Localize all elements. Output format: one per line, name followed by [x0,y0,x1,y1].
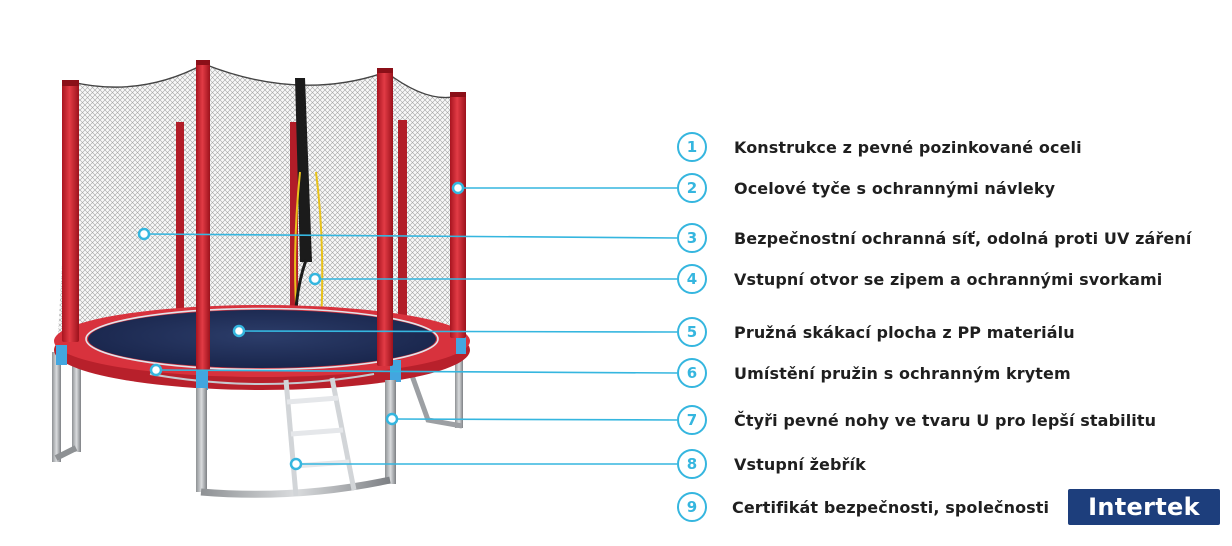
feature-number-9: 9 [677,492,707,522]
feature-label-2: Ocelové tyče s ochrannými návleky [734,178,1056,198]
safety-net [58,63,462,336]
leader-dot-2 [451,181,465,195]
leader-dot-5 [232,324,246,338]
leader-dots [137,181,465,471]
feature-number-6: 6 [677,358,707,388]
back-poles [176,120,407,316]
intertek-logo: Intertek [1068,489,1220,525]
feature-number-2: 2 [677,173,707,203]
feature-2: 2 Ocelové tyče s ochrannými návleky [677,171,1055,205]
feature-9: 9 Certifikát bezpečnosti, společnosti [677,490,1049,524]
leader-line-7 [391,418,678,421]
feature-label-6: Umístění pružin s ochranným krytem [734,363,1071,383]
leader-dot-7 [385,412,399,426]
feature-number-8: 8 [677,449,707,479]
feature-8: 8 Vstupní žebřík [677,447,866,481]
leader-dot-3 [137,227,151,241]
feature-label-3: Bezpečnostní ochranná síť, odolná proti … [734,228,1192,248]
feature-label-5: Pružná skákací plocha z PP materiálu [734,322,1075,342]
leader-dot-8 [289,457,303,471]
leader-lines [143,187,678,465]
leader-line-6 [155,369,678,374]
ladder [283,377,357,497]
leader-line-5 [238,330,678,333]
zipper-entry [293,78,324,353]
leader-line-3 [143,233,678,239]
rear-legs [52,346,463,462]
feature-5: 5 Pružná skákací plocha z PP materiálu [677,315,1075,349]
feature-label-7: Čtyři pevné nohy ve tvaru U pro lepší st… [734,410,1157,430]
feature-label-1: Konstrukce z pevné pozinkované oceli [734,137,1082,157]
leader-dot-4 [308,272,322,286]
feature-label-9: Certifikát bezpečnosti, společnosti [732,497,1050,517]
frame-pad [54,305,470,390]
feature-1: 1 Konstrukce z pevné pozinkované oceli [677,130,1082,164]
feature-4: 4 Vstupní otvor se zipem a ochrannými sv… [677,262,1162,296]
feature-number-3: 3 [677,223,707,253]
feature-number-4: 4 [677,264,707,294]
leader-dot-6 [149,363,163,377]
front-poles [62,60,466,370]
feature-number-1: 1 [677,132,707,162]
feature-6: 6 Umístění pružin s ochranným krytem [677,356,1071,390]
feature-3: 3 Bezpečnostní ochranná síť, odolná prot… [677,221,1191,255]
feature-label-8: Vstupní žebřík [734,454,866,474]
feature-7: 7 Čtyři pevné nohy ve tvaru U pro lepší … [677,403,1156,437]
feature-number-7: 7 [677,405,707,435]
feature-number-5: 5 [677,317,707,347]
feature-label-4: Vstupní otvor se zipem a ochrannými svor… [734,269,1163,289]
